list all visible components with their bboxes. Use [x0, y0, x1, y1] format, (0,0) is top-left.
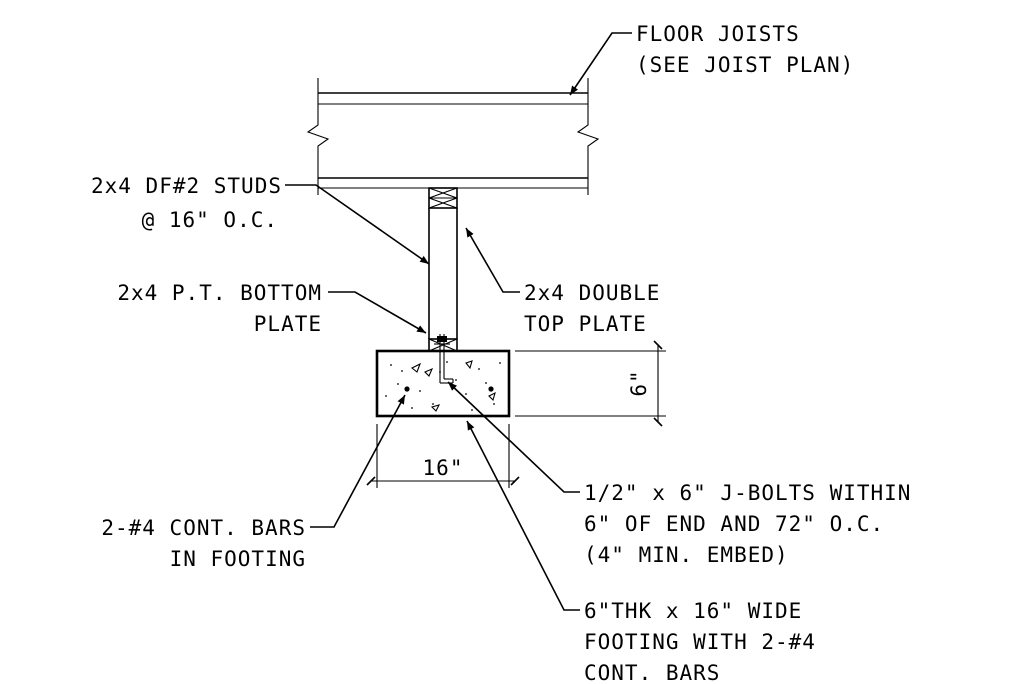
leader-bars [310, 394, 406, 528]
label-footing-2: FOOTING WITH 2-#4 [584, 630, 816, 654]
double-top-plate [428, 187, 458, 209]
stud [428, 208, 458, 339]
j-bolt-nut [437, 336, 447, 342]
j-bolt [434, 334, 454, 384]
floor-joist [306, 78, 600, 195]
label-floor-joists-1: FLOOR JOISTS [636, 22, 800, 46]
label-top-plate-2: TOP PLATE [524, 312, 647, 336]
label-bottom-plate-1: 2x4 P.T. BOTTOM [117, 281, 322, 305]
label-j-bolts-2: 6" OF END AND 72" O.C. [584, 512, 884, 536]
label-j-bolts-1: 1/2" x 6" J-BOLTS WITHIN [584, 481, 911, 505]
height-dimension [515, 340, 666, 427]
rebar-left [404, 386, 410, 392]
concrete-stipple [385, 361, 501, 411]
label-bottom-plate-2: PLATE [254, 312, 322, 336]
leader-bottom-plate [328, 291, 427, 334]
aggregate-triangles [410, 360, 496, 412]
leader-floor-joists [569, 32, 632, 96]
label-studs-1: 2x4 DF#2 STUDS [91, 174, 282, 198]
footing [375, 349, 511, 418]
label-footing-1: 6"THK x 16" WIDE [584, 599, 802, 623]
label-top-plate-1: 2x4 DOUBLE [524, 281, 660, 305]
leader-top-plate [465, 227, 520, 293]
label-footing-3: CONT. BARS [584, 661, 720, 684]
label-floor-joists-2: (SEE JOIST PLAN) [636, 53, 854, 77]
rebar-right [488, 386, 494, 392]
label-bars-1: 2-#4 CONT. BARS [101, 516, 306, 540]
leader-studs [285, 184, 430, 265]
leader-footing [466, 420, 580, 611]
label-footing-height: 6" [627, 369, 651, 396]
label-bars-2: IN FOOTING [170, 547, 306, 571]
width-dimension [366, 424, 520, 488]
label-studs-2: @ 16" O.C. [142, 208, 278, 232]
label-j-bolts-3: (4" MIN. EMBED) [584, 543, 789, 567]
label-footing-width: 16" [423, 456, 464, 480]
leader-j-bolts [447, 381, 580, 493]
